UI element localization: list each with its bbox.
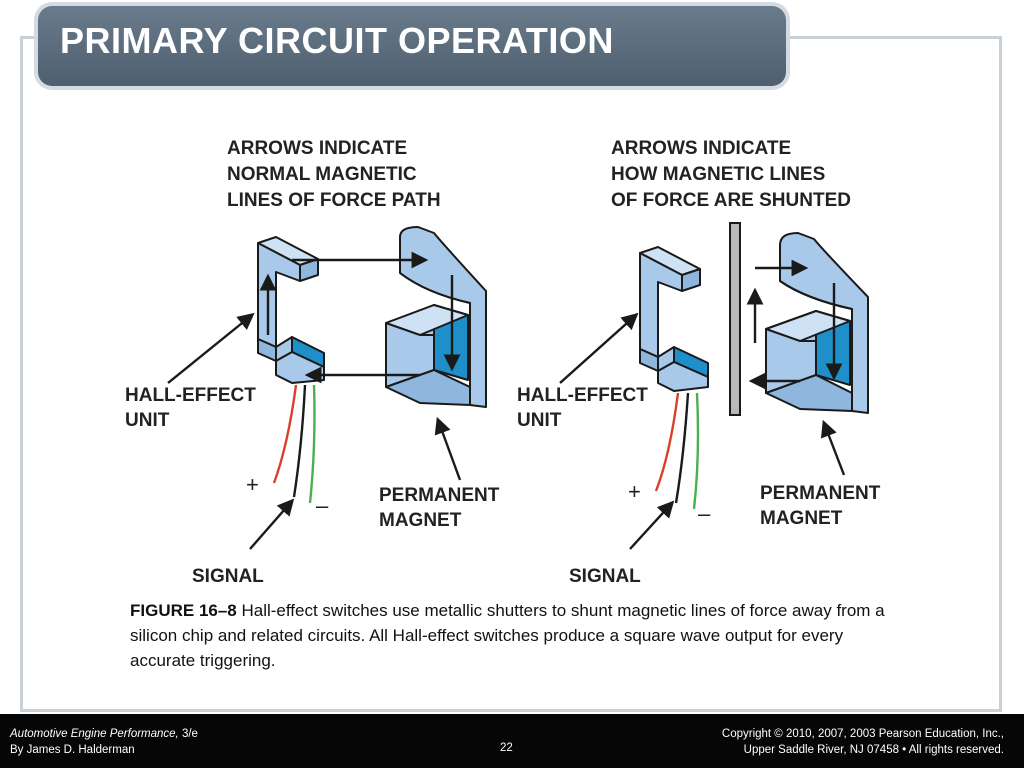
left-hall-label-line-2: UNIT — [125, 410, 170, 431]
right-heading-line-3: OF FORCE ARE SHUNTED — [611, 190, 851, 211]
left-plus-sign: + — [246, 472, 259, 497]
footer-author: By James D. Halderman — [10, 744, 135, 756]
title-bar — [38, 6, 786, 86]
figure-label: FIGURE 16–8 — [130, 601, 237, 620]
right-wires — [654, 392, 700, 510]
right-heading-line-1: ARROWS INDICATE — [611, 138, 791, 159]
left-hall-label-line-1: HALL-EFFECT — [125, 385, 256, 406]
right-hall-effect-unit — [639, 246, 709, 392]
metal-shutter — [729, 222, 741, 416]
left-permanent-magnet — [385, 226, 487, 408]
left-magnet-label-line-2: MAGNET — [379, 510, 462, 531]
footer-book-title: Automotive Engine Performance, — [10, 728, 179, 740]
footer-copyright-line-2: Upper Saddle River, NJ 07458 • All right… — [743, 744, 1004, 756]
footer-copyright: Copyright © 2010, 2007, 2003 Pearson Edu… — [722, 726, 1004, 758]
right-panel: ARROWS INDICATE HOW MAGNETIC LINES OF FO… — [517, 138, 881, 587]
figure-caption: FIGURE 16–8 Hall-effect switches use met… — [130, 598, 890, 673]
left-panel: ARROWS INDICATE NORMAL MAGNETIC LINES OF… — [125, 138, 500, 587]
left-flux-arrows — [259, 251, 461, 384]
right-hall-label-line-2: UNIT — [517, 410, 562, 431]
right-heading-line-2: HOW MAGNETIC LINES — [611, 164, 825, 185]
footer-book-info: Automotive Engine Performance, 3/e By Ja… — [10, 726, 198, 758]
right-signal-label: SIGNAL — [569, 566, 641, 587]
right-permanent-magnet — [765, 232, 869, 414]
left-pointer-arrows — [167, 312, 462, 550]
footer-copyright-line-1: Copyright © 2010, 2007, 2003 Pearson Edu… — [721, 728, 1004, 740]
left-magnet-label-line-1: PERMANENT — [379, 485, 500, 506]
right-flux-arrows — [746, 259, 843, 390]
left-heading-line-3: LINES OF FORCE PATH — [227, 190, 441, 211]
footer-page-number: 22 — [500, 742, 513, 754]
slide-footer: Automotive Engine Performance, 3/e By Ja… — [0, 714, 1024, 768]
right-minus-sign: – — [698, 501, 711, 526]
footer-edition: 3/e — [178, 728, 198, 740]
left-signal-label: SIGNAL — [192, 566, 264, 587]
right-plus-sign: + — [628, 479, 641, 504]
right-magnet-label-line-2: MAGNET — [760, 508, 843, 529]
figure-caption-text: Hall-effect switches use metallic shutte… — [130, 601, 885, 670]
left-heading-line-1: ARROWS INDICATE — [227, 138, 407, 159]
right-magnet-label-line-1: PERMANENT — [760, 483, 881, 504]
left-minus-sign: – — [316, 493, 329, 518]
left-heading-line-2: NORMAL MAGNETIC — [227, 164, 417, 185]
right-hall-label-line-1: HALL-EFFECT — [517, 385, 648, 406]
hall-effect-diagram: ARROWS INDICATE NORMAL MAGNETIC LINES OF… — [125, 138, 881, 587]
right-pointer-arrows — [559, 312, 846, 550]
slide-title: PRIMARY CIRCUIT OPERATION — [60, 20, 614, 61]
left-wires — [272, 384, 316, 504]
